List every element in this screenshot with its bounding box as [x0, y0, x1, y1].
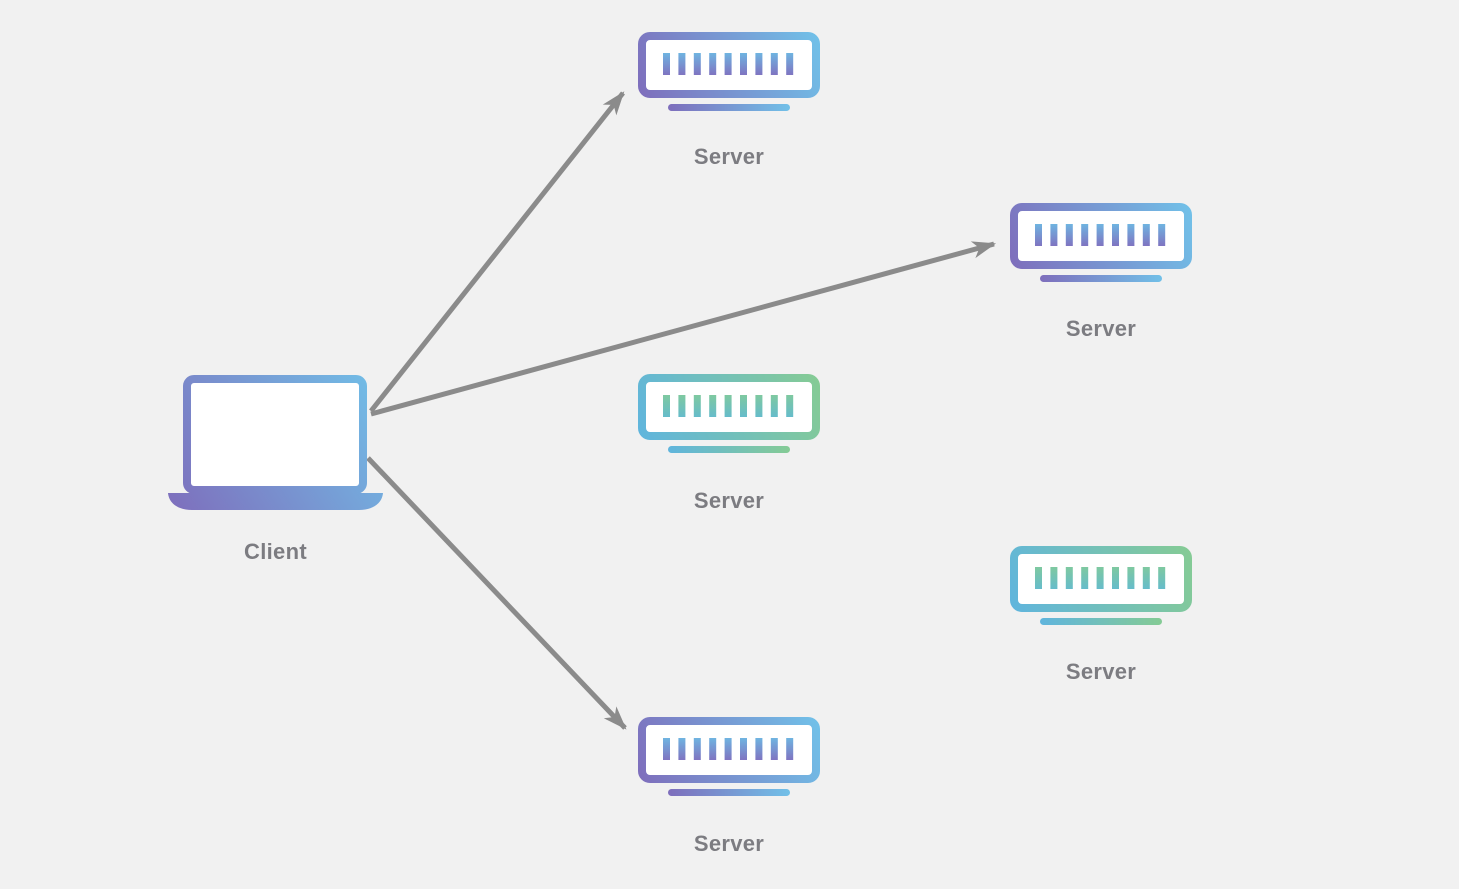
server-node-bottom	[638, 717, 820, 797]
server-label-bottom: Server	[693, 831, 765, 856]
server-icon	[1010, 203, 1192, 282]
server-label-middle: Server	[693, 488, 765, 513]
server-icon	[638, 717, 820, 796]
server-node-top	[638, 32, 820, 112]
arrow-client-to-bottom-server	[366, 456, 627, 730]
server-node-right	[1010, 203, 1192, 283]
arrow-client-to-right-server	[370, 241, 997, 417]
server-label-right: Server	[1065, 316, 1137, 341]
server-icon	[638, 32, 820, 111]
client-label: Client	[244, 539, 307, 564]
server-label-top: Server	[693, 144, 765, 169]
arrow-client-to-top-server	[369, 91, 625, 413]
client-node	[168, 375, 383, 510]
server-icon	[1010, 546, 1192, 625]
server-node-middle	[638, 374, 820, 454]
server-label-bottom-right: Server	[1065, 659, 1137, 684]
server-node-bottom-right	[1010, 546, 1192, 626]
server-icon	[638, 374, 820, 453]
laptop-icon	[168, 375, 383, 510]
